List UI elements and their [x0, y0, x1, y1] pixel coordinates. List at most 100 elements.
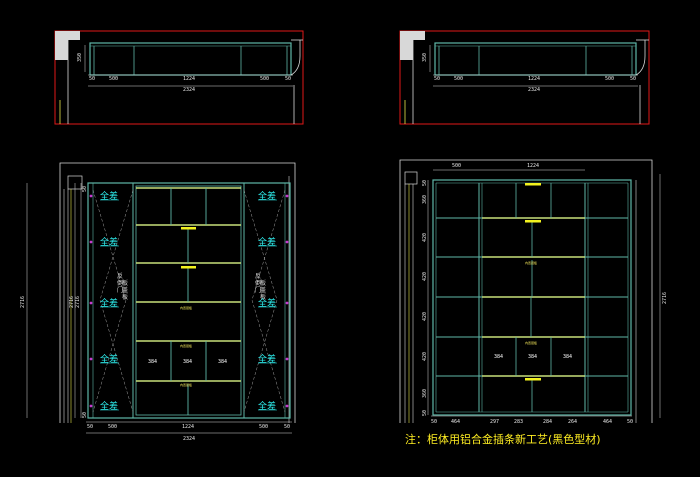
plan-width-4: 500 — [260, 76, 269, 82]
wall-outline — [59, 162, 296, 423]
glass-label: 全差 — [100, 353, 118, 365]
swing-line — [251, 189, 286, 413]
plan-curve — [290, 40, 301, 76]
glass-label: 全差 — [100, 190, 118, 202]
plan-cabinet — [434, 42, 637, 76]
side-text-left: 反倒门 板盖板 — [117, 272, 128, 301]
plan-side-height: 350 — [422, 53, 428, 62]
plan-frame — [399, 30, 650, 125]
hinge-dots — [89, 194, 289, 408]
shelf-note: 内置层板 — [180, 305, 192, 310]
handle — [525, 378, 541, 381]
bottom-width-3: 297 — [490, 419, 499, 425]
bottom-width-3: 1224 — [182, 424, 194, 430]
swing-line — [243, 189, 278, 413]
left-elevation: 内置层板 内置层板 内置层板 384 384 384 反倒门 板盖板 反倒门 板… — [20, 162, 296, 442]
plan-cabinet — [89, 42, 292, 76]
bottom-width-4: 283 — [514, 419, 523, 425]
bottom-width-6: 264 — [568, 419, 577, 425]
shelf-note: 内置层板 — [525, 340, 537, 345]
handle — [525, 220, 541, 223]
bottom-width-5: 50 — [284, 424, 290, 430]
glass-label: 全差 — [258, 236, 276, 248]
top-small: 50 — [422, 180, 428, 186]
plan-width-5: 50 — [630, 76, 636, 82]
drawer-width-3: 384 — [563, 354, 572, 360]
shelf-note: 内置层板 — [180, 343, 192, 348]
bottom-width-8: 50 — [627, 419, 633, 425]
row-height-4: 420 — [422, 312, 428, 321]
side-text-right: 反倒门 板盖板 — [255, 272, 266, 301]
plan-width-2: 500 — [454, 76, 463, 82]
plan-width-3: 1224 — [528, 76, 540, 82]
wall-corner — [400, 31, 425, 60]
middle-shelves: 内置层板 内置层板 内置层板 384 384 384 — [135, 185, 242, 416]
row-height-6: 360 — [422, 389, 428, 398]
swing-line — [92, 189, 127, 413]
wall-outline — [399, 159, 653, 423]
handle — [181, 266, 196, 269]
drawer-width-2: 384 — [528, 354, 537, 360]
outer-height: 2716 — [20, 296, 26, 308]
wall-corner — [55, 31, 80, 60]
cabinet-frame — [87, 182, 291, 419]
swing-line — [99, 189, 134, 413]
drawer-width-3: 384 — [218, 359, 227, 365]
bottom-width-1: 50 — [431, 419, 437, 425]
shelf-note: 内置层板 — [180, 382, 192, 387]
bottom-width-4: 500 — [259, 424, 268, 430]
bottom-total: 2324 — [183, 436, 195, 442]
glass-label: 全差 — [100, 236, 118, 248]
glass-label: 全差 — [258, 353, 276, 365]
plan-width-5: 50 — [285, 76, 291, 82]
top-plan-right: 350 50 500 1224 500 50 2324 — [399, 30, 650, 125]
shelf-note: 内置层板 — [525, 260, 537, 265]
handle — [181, 227, 196, 230]
drawer-width-1: 384 — [494, 354, 503, 360]
glass-label: 全差 — [258, 190, 276, 202]
handle — [525, 183, 541, 186]
glass-labels-left: 全差 全差 全差 全差 全差 — [100, 190, 119, 412]
bottom-width-7: 464 — [603, 419, 612, 425]
bottom-small: 50 — [422, 410, 428, 416]
plan-width-1: 50 — [89, 76, 95, 82]
drawer-width-1: 384 — [148, 359, 157, 365]
middle-bay — [135, 185, 242, 416]
top-small: 50 — [82, 186, 88, 192]
plan-curve — [635, 40, 646, 76]
bottom-width-2: 500 — [108, 424, 117, 430]
bottom-width-1: 50 — [87, 424, 93, 430]
bottom-width-2: 464 — [451, 419, 460, 425]
drawer-width-2: 384 — [183, 359, 192, 365]
plan-width-2: 500 — [109, 76, 118, 82]
plan-frame — [54, 30, 304, 125]
glass-label: 全差 — [100, 400, 118, 412]
plan-total: 2324 — [183, 87, 195, 93]
inner-height-2: 2716 — [75, 296, 81, 308]
plan-width-1: 50 — [434, 76, 440, 82]
row-height-1: 360 — [422, 195, 428, 204]
row-height-3: 420 — [422, 272, 428, 281]
plan-width-3: 1224 — [183, 76, 195, 82]
plan-width-4: 500 — [605, 76, 614, 82]
bottom-width-5: 284 — [543, 419, 552, 425]
inner-height-1: 2716 — [69, 296, 75, 308]
glass-label: 全差 — [258, 297, 276, 309]
plan-total: 2324 — [528, 87, 540, 93]
top-width-2: 1224 — [527, 163, 539, 169]
top-width-1: 500 — [452, 163, 461, 169]
cabinet-frame — [432, 179, 632, 416]
row-height-2: 420 — [422, 233, 428, 242]
glass-label: 全差 — [258, 400, 276, 412]
row-height-5: 420 — [422, 352, 428, 361]
note-text: 注：柜体用铝合金插条新工艺(黑色型材) — [405, 432, 601, 446]
outer-height: 2716 — [662, 292, 668, 304]
glass-labels-right: 全差 全差 全差 全差 全差 — [258, 190, 277, 412]
right-elevation: 内置层板 内置层板 384 384 384 500 1224 50 360 42… — [399, 159, 668, 425]
bottom-small: 50 — [82, 412, 88, 418]
top-plan-left: 350 50 500 1224 500 50 2324 — [54, 30, 304, 125]
plan-side-height: 350 — [77, 53, 83, 62]
glass-label: 全差 — [100, 297, 118, 309]
wall-notch — [404, 171, 418, 185]
